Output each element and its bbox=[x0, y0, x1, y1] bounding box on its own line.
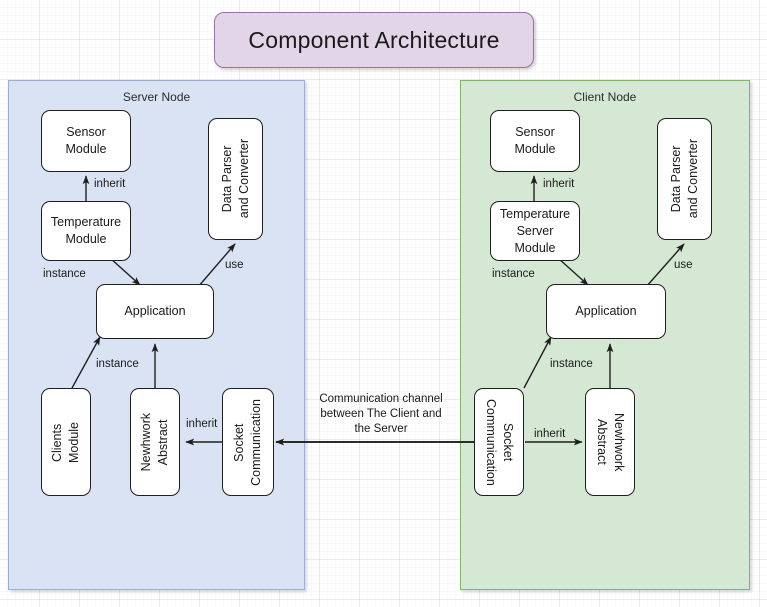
server-box-data-parser[interactable]: Data Parser and Converter bbox=[208, 118, 263, 240]
diagram-title-banner[interactable]: Component Architecture bbox=[214, 12, 534, 68]
client-box-network-abstract[interactable]: Newhwork Abstract bbox=[585, 388, 635, 496]
server-data-parser-label: Data Parser and Converter bbox=[219, 139, 251, 219]
server-edge-label-instance-network: instance bbox=[96, 358, 139, 370]
client-socket-communication-label: Socket Communication bbox=[484, 398, 515, 486]
server-box-network-abstract[interactable]: Newhwork Abstract bbox=[130, 388, 180, 496]
client-application-label: Application bbox=[575, 304, 637, 318]
server-clients-module-label: Clients Module bbox=[50, 421, 81, 463]
client-edge-label-instance-temperature: instance bbox=[492, 268, 535, 280]
server-edge-label-use-parser: use bbox=[225, 259, 244, 271]
server-temperature-module-label: Temperature Module bbox=[50, 215, 122, 246]
server-socket-communication-label: Socket Communication bbox=[232, 398, 263, 486]
client-edge-label-use-parser: use bbox=[674, 259, 693, 271]
server-box-clients-module[interactable]: Clients Module bbox=[41, 388, 91, 496]
server-box-temperature-module[interactable]: Temperature Module bbox=[41, 201, 131, 261]
server-network-abstract-label: Newhwork Abstract bbox=[139, 412, 170, 472]
client-box-sensor-module[interactable]: Sensor Module bbox=[490, 110, 580, 172]
client-temperature-server-module-label: Temperature Server Module bbox=[499, 206, 571, 255]
server-edge-label-inherit-socket: inherit bbox=[186, 418, 218, 430]
client-node-label: Client Node bbox=[573, 90, 637, 104]
client-box-data-parser[interactable]: Data Parser and Converter bbox=[657, 118, 712, 240]
server-box-application[interactable]: Application bbox=[96, 284, 214, 339]
diagram-title-text: Component Architecture bbox=[248, 26, 500, 53]
server-box-sensor-module[interactable]: Sensor Module bbox=[41, 110, 131, 172]
client-box-temperature-server-module[interactable]: Temperature Server Module bbox=[490, 201, 580, 261]
client-network-abstract-label: Newhwork Abstract bbox=[595, 412, 626, 472]
client-edge-label-inherit-sensor: inherit bbox=[543, 178, 575, 190]
server-node-label: Server Node bbox=[122, 90, 191, 104]
server-box-socket-communication[interactable]: Socket Communication bbox=[222, 388, 274, 496]
server-edge-label-inherit-sensor: inherit bbox=[94, 178, 126, 190]
client-sensor-module-label: Sensor Module bbox=[514, 125, 556, 156]
server-application-label: Application bbox=[124, 304, 186, 318]
client-edge-label-inherit-socket: inherit bbox=[534, 428, 566, 440]
client-box-socket-communication[interactable]: Socket Communication bbox=[474, 388, 524, 496]
client-box-application[interactable]: Application bbox=[546, 284, 666, 339]
server-sensor-module-label: Sensor Module bbox=[65, 125, 107, 156]
communication-channel-label: Communication channel between The Client… bbox=[319, 393, 443, 435]
server-edge-label-instance-temperature: instance bbox=[43, 268, 86, 280]
client-edge-label-instance-socket: instance bbox=[550, 358, 593, 370]
client-data-parser-label: Data Parser and Converter bbox=[668, 139, 700, 219]
